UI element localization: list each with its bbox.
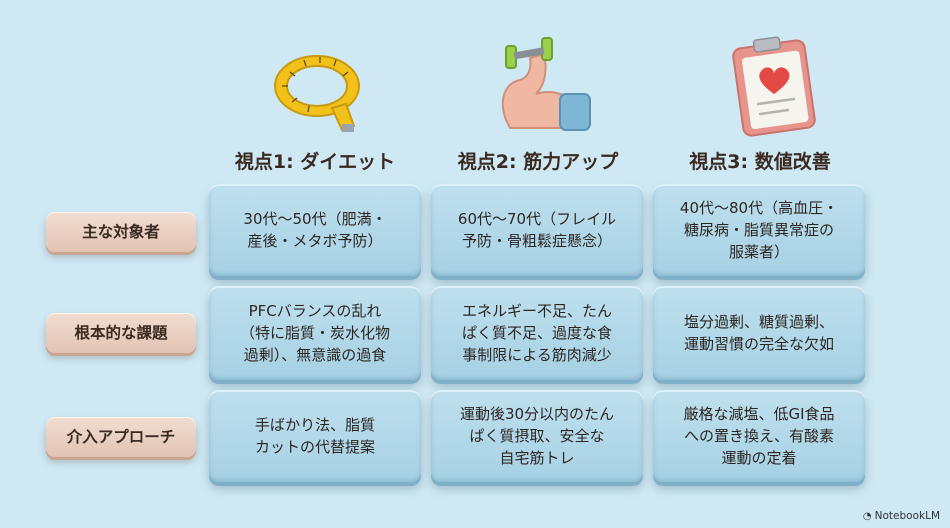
watermark-text: NotebookLM [874,510,940,522]
tape-measure-icon [262,28,372,138]
column-header-diet: 視点1: ダイエット [234,151,396,173]
cell-text: 40代〜80代（高血圧・ 糖尿病・脂質異常症の 服薬者） [679,199,839,261]
cell-text: 塩分過剰、糖質過剰、 運動習慣の完全な欠如 [683,313,834,353]
cell-issue-diet: PFCバランスの乱れ （特に脂質・炭水化物 過剰）、無意識の過食 [209,286,421,380]
clipboard-heart-icon [720,28,830,138]
cell-text: エネルギー不足、たん ぱく質不足、過度な食 事制限による筋肉減少 [461,302,612,364]
row-label-approach: 介入アプローチ [46,417,196,457]
cell-text: 手ばかり法、脂質 カットの代替提案 [254,416,376,456]
cell-text: PFCバランスの乱れ （特に脂質・炭水化物 過剰）、無意識の過食 [239,302,390,364]
cell-text: 60代〜70代（フレイル 予防・骨粗鬆症懸念） [457,210,617,250]
cell-issue-values: 塩分過剰、糖質過剰、 運動習慣の完全な欠如 [653,286,865,380]
cell-target-diet: 30代〜50代（肥満・ 産後・メタボ予防） [209,184,421,276]
cell-approach-values: 厳格な減塩、低GI食品 への置き換え、有酸素 運動の定着 [653,390,865,482]
row-label-target: 主な対象者 [46,212,196,252]
cell-target-values: 40代〜80代（高血圧・ 糖尿病・脂質異常症の 服薬者） [653,184,865,276]
watermark: ◔ NotebookLM [863,510,940,522]
cell-issue-strength: エネルギー不足、たん ぱく質不足、過度な食 事制限による筋肉減少 [431,286,643,380]
column-header-values: 視点3: 数値改善 [689,151,831,173]
cell-text: 厳格な減塩、低GI食品 への置き換え、有酸素 運動の定着 [683,405,835,467]
flexed-arm-dumbbell-icon [488,28,598,138]
notebook-logo-icon: ◔ [862,510,872,522]
cell-target-strength: 60代〜70代（フレイル 予防・骨粗鬆症懸念） [431,184,643,276]
row-label-issue: 根本的な課題 [46,313,196,353]
column-header-strength: 視点2: 筋力アップ [457,151,619,173]
cell-approach-diet: 手ばかり法、脂質 カットの代替提案 [209,390,421,482]
cell-text: 運動後30分以内のたん ぱく質摂取、安全な 自宅筋トレ [459,405,615,467]
cell-text: 30代〜50代（肥満・ 産後・メタボ予防） [243,210,387,250]
cell-approach-strength: 運動後30分以内のたん ぱく質摂取、安全な 自宅筋トレ [431,390,643,482]
